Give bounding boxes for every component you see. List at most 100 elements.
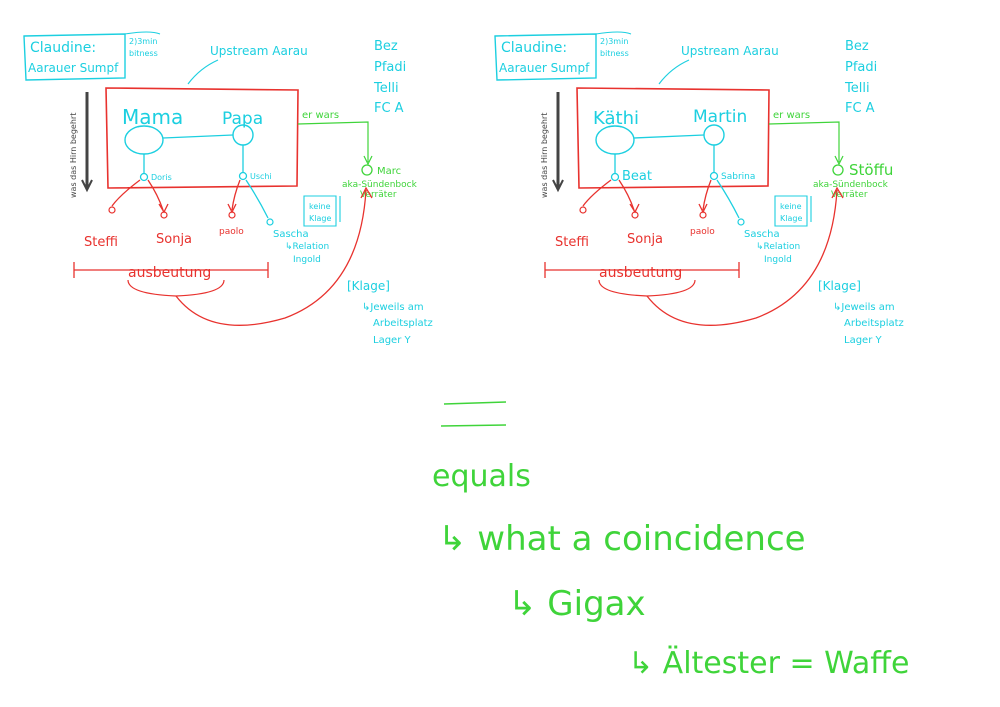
kid-paolo: paolo [690,227,715,237]
child-left-label: Beat [622,169,652,184]
arrow-to-sascha [245,179,269,219]
upstream-label: Upstream Aarau [210,44,308,58]
note-line2: bitness [129,49,158,58]
claudine-box [23,33,126,81]
kid-steffi: Steffi [555,235,589,250]
arrow-to-paolo [702,179,712,211]
list-item-bez: Bez [845,39,869,54]
parent-left-label: Mama [122,105,183,129]
ausbeutung-brace [127,279,225,297]
family-box [576,87,770,189]
ausbeutung-label: ausbeutung [599,265,682,281]
loop-arrowhead [831,186,844,199]
scapegoat-name: Marc [377,166,401,177]
child-right-node [238,171,248,181]
upstream-label: Upstream Aarau [681,44,779,58]
right-diagram: Claudine: Aarauer Sumpf 2)3min bitness U… [494,31,904,346]
kid-paolo: paolo [219,227,244,237]
relation-line2: Ingold [293,255,321,265]
jeweils-line2: Arbeitsplatz [844,318,904,329]
vertical-label: was das Hirn begehrt [540,113,549,198]
upstream-arrow [658,59,690,85]
claudine-title: Claudine: [501,40,567,56]
keine-klage-box [774,195,808,227]
loop-arrowhead [360,186,373,199]
keine-klage-box [303,195,337,227]
arrowhead-sonja [158,203,169,214]
scapegoat-node [832,164,844,176]
scapegoat-name: Stöffu [849,161,893,179]
child-right-label: Uschi [250,172,272,181]
parent-left-node [595,125,635,155]
gigax-line: ↳ Gigax [508,584,646,624]
aka-line1: aka-Sündenbock [342,180,418,190]
list-item-fca: FC A [845,101,875,116]
kid-steffi: Steffi [84,235,118,250]
upstream-arrow [187,59,219,85]
sonja-node [631,211,639,219]
sonja-node [160,211,168,219]
arrow-to-sonja [147,179,164,211]
er-wars-arrowhead [363,155,373,166]
aka-line1: aka-Sündenbock [813,180,889,190]
paolo-node [228,211,236,219]
er-wars-arrow [768,121,840,162]
vertical-arrowhead [552,179,564,193]
arrow-to-paolo [231,179,241,211]
note-bracket [595,31,632,35]
arrow-to-steffi [111,179,141,207]
parent-left-node [124,125,164,155]
equals-text: equals [432,459,531,494]
relation-line1: ↳Relation [756,242,800,252]
er-wars-label: er wars [773,110,810,121]
note-line1: 2)3min [600,37,628,46]
child-right-label: Sabrina [721,172,755,182]
arrow-to-sascha [716,179,740,219]
arrowhead-sonja [629,203,640,214]
sascha-node [266,218,274,226]
kid-sonja: Sonja [627,232,663,247]
marriage-line [162,134,234,139]
marriage-line [633,134,705,139]
ausbeutung-loop-arrow [175,189,367,326]
equals-bar-top [443,401,507,405]
sascha-node [737,218,745,226]
arrow-to-sonja [618,179,635,211]
ausbeutung-loop-arrow [646,189,838,326]
klage-label: [Klage] [347,279,390,293]
aka-line2: Verräter [831,190,868,200]
arrow-to-steffi [582,179,612,207]
keine-line1: keine [309,202,331,211]
note-line2: bitness [600,49,629,58]
keine-line2: Klage [309,214,331,223]
er-wars-label: er wars [302,110,339,121]
child-left-node [139,172,149,182]
kid-sascha: Sascha [273,229,309,240]
parent-right-label: Papa [222,109,263,129]
kid-sonja: Sonja [156,232,192,247]
relation-line1: ↳Relation [285,242,329,252]
jeweils-line1: ↳Jeweils am [362,302,424,313]
paolo-node [699,211,707,219]
jeweils-line2: Arbeitsplatz [373,318,433,329]
kid-sascha: Sascha [744,229,780,240]
claudine-subtitle: Aarauer Sumpf [499,61,590,75]
er-wars-arrowhead [834,155,844,166]
jeweils-line1: ↳Jeweils am [833,302,895,313]
klage-label: [Klage] [818,279,861,293]
list-item-pfadi: Pfadi [374,60,406,75]
parent-right-label: Martin [693,107,747,127]
steffi-node [108,206,116,214]
list-item-bez: Bez [374,39,398,54]
coincidence-line: ↳ what a coincidence [438,519,806,559]
ausbeutung-brace [598,279,696,297]
child-left-node [610,172,620,182]
list-item-telli: Telli [373,81,399,96]
parent-right-node [703,124,725,146]
left-diagram: Claudine: Aarauer Sumpf 2)3min bitness U… [23,31,433,346]
jeweils-line3: Lager Y [844,335,882,346]
list-item-telli: Telli [844,81,870,96]
keine-line1: keine [780,202,802,211]
